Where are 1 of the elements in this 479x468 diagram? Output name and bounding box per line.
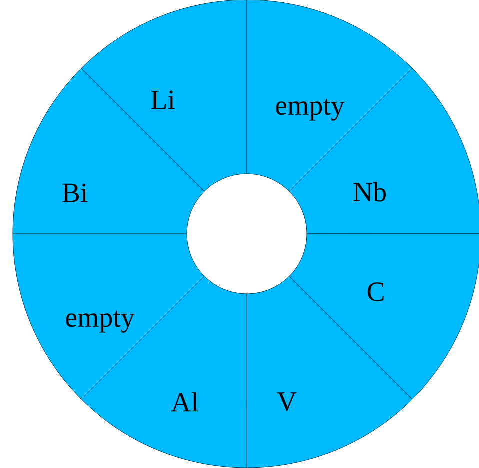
node-label: C [368, 282, 384, 302]
